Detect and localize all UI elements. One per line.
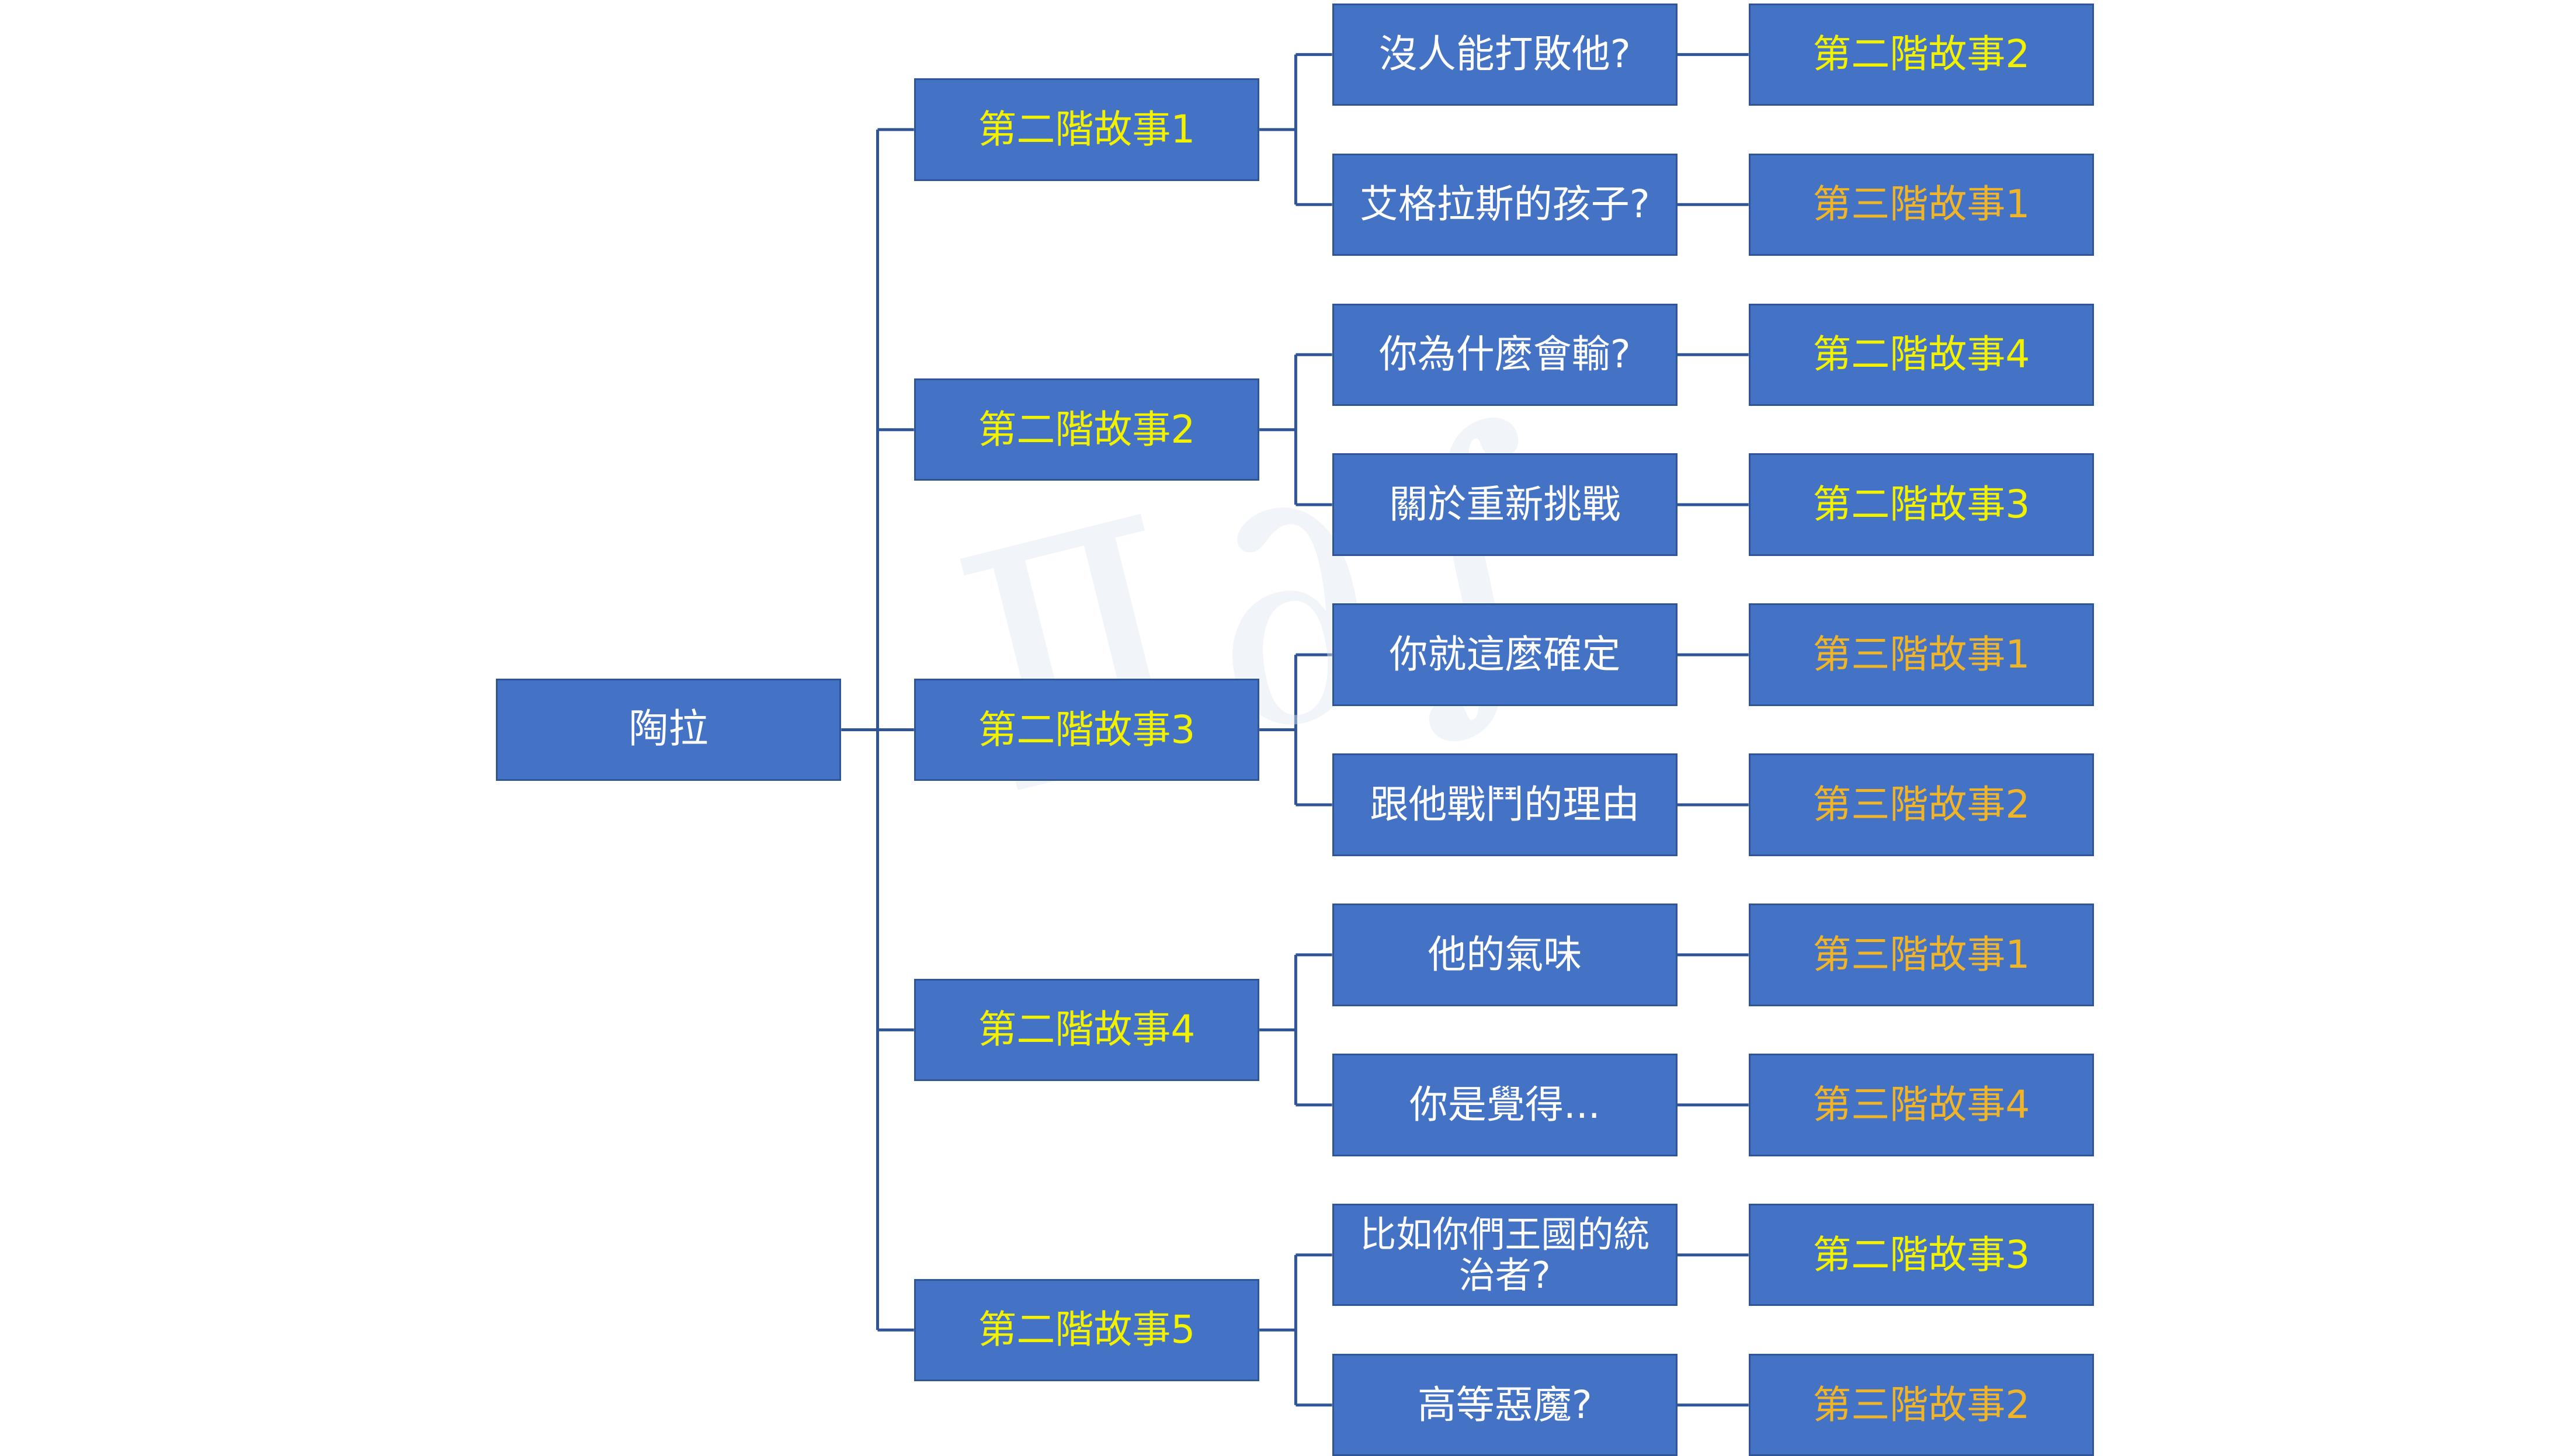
question-node: 比如你們王國的統治者? (1332, 1204, 1678, 1306)
outcome-node: 第二階故事4 (1748, 303, 2095, 406)
question-node: 沒人能打敗他? (1332, 3, 1678, 106)
outcome-node: 第三階故事1 (1748, 904, 2095, 1006)
question-node: 高等惡魔? (1332, 1353, 1678, 1456)
second-tier-node: 第二階故事5 (914, 1278, 1260, 1381)
outcome-node: 第三階故事1 (1748, 153, 2095, 256)
question-node: 艾格拉斯的孩子? (1332, 153, 1678, 256)
question-node: 他的氣味 (1332, 904, 1678, 1006)
question-node: 關於重新挑戰 (1332, 453, 1678, 556)
root-node: 陶拉 (495, 678, 842, 781)
outcome-node: 第三階故事2 (1748, 1353, 2095, 1456)
outcome-node: 第二階故事3 (1748, 453, 2095, 556)
second-tier-node: 第二階故事2 (914, 378, 1260, 481)
outcome-node: 第二階故事3 (1748, 1204, 2095, 1306)
second-tier-node: 第二階故事4 (914, 978, 1260, 1082)
question-node: 跟他戰鬥的理由 (1332, 753, 1678, 856)
question-node: 你就這麼確定 (1332, 603, 1678, 706)
second-tier-node: 第二階故事1 (914, 78, 1260, 181)
outcome-node: 第三階故事4 (1748, 1054, 2095, 1156)
question-node: 你為什麼會輸? (1332, 303, 1678, 406)
outcome-node: 第二階故事2 (1748, 3, 2095, 106)
second-tier-node: 第二階故事3 (914, 678, 1260, 781)
outcome-node: 第三階故事1 (1748, 603, 2095, 706)
outcome-node: 第三階故事2 (1748, 753, 2095, 856)
question-node: 你是覺得... (1332, 1054, 1678, 1156)
